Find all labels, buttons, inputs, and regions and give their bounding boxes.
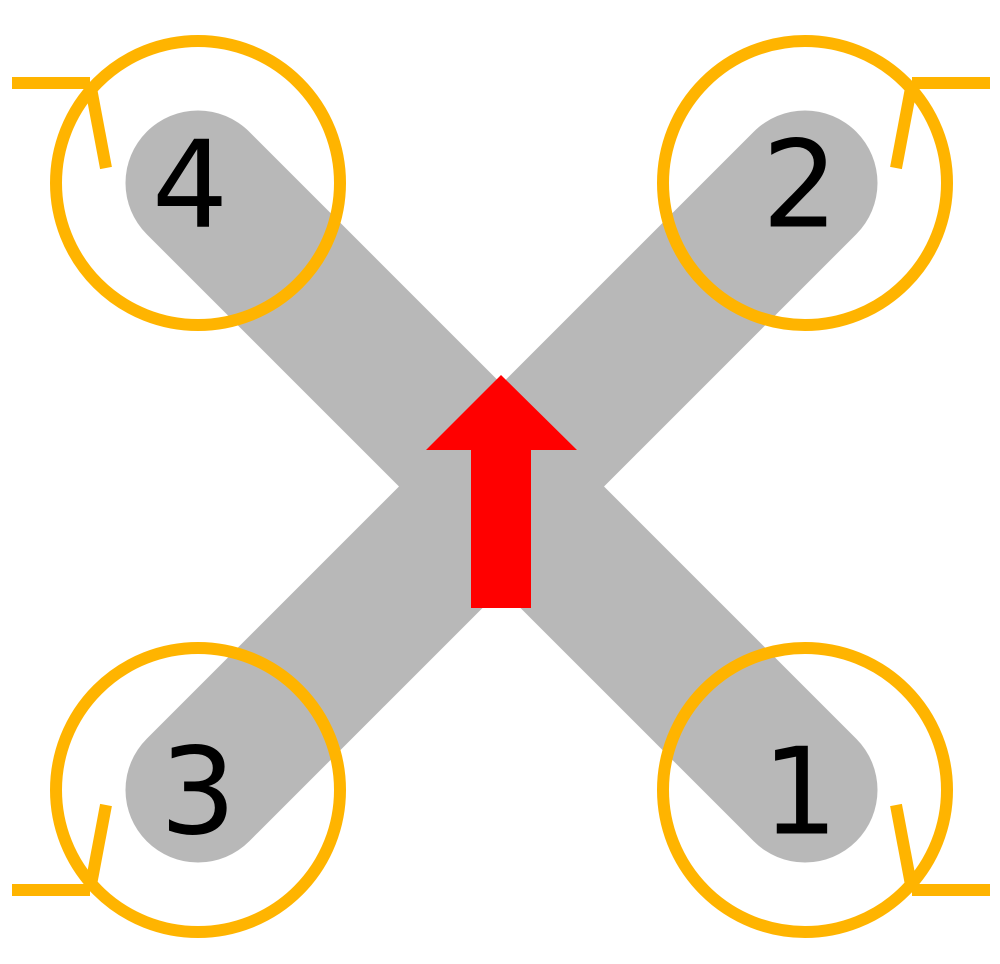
front-arrow-icon bbox=[426, 375, 577, 608]
rotation-ring-motor-2 bbox=[657, 35, 990, 331]
rotation-ring-motor-4 bbox=[12, 35, 346, 331]
rotation-ring-motor-1 bbox=[657, 642, 990, 938]
propeller-rings bbox=[12, 35, 990, 938]
motor-label-4: 4 bbox=[152, 117, 228, 256]
rotation-ring-motor-3 bbox=[12, 642, 346, 938]
motor-label-2: 2 bbox=[762, 117, 838, 256]
motor-label-1: 1 bbox=[762, 724, 838, 863]
motor-label-3: 3 bbox=[160, 724, 236, 863]
motor-labels: 4 2 3 1 bbox=[152, 117, 838, 863]
